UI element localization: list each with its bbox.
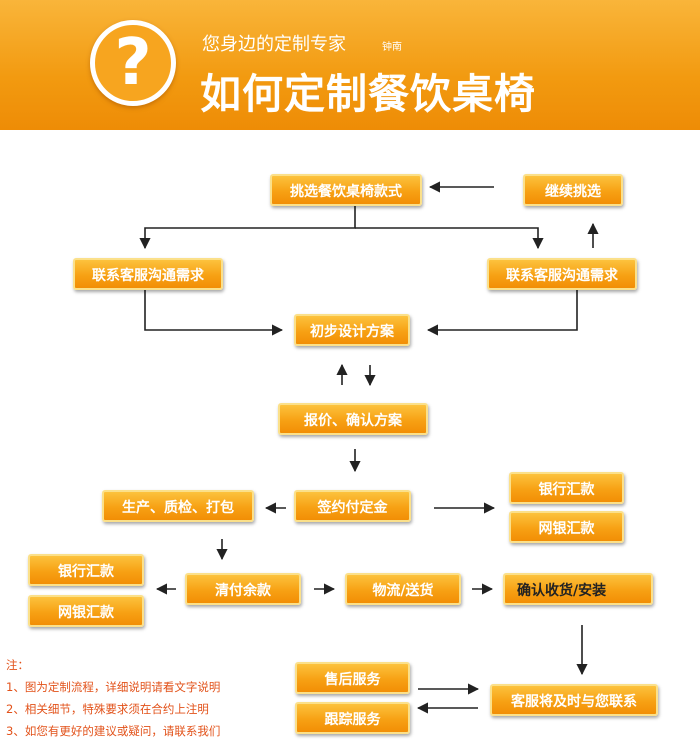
notes-section: 注： 1、图为定制流程，详细说明请看文字说明 2、相关细节，特殊要求须在合约上注… — [6, 654, 220, 742]
notes-heading: 注： — [6, 658, 29, 672]
step-logistics: 物流/送货 — [345, 573, 461, 605]
step-quote-confirm: 报价、确认方案 — [278, 403, 428, 435]
step-bank-transfer-right: 银行汇款 — [509, 472, 624, 504]
question-mark-icon: ? — [90, 20, 176, 106]
connector-select-branch-right — [355, 227, 544, 250]
step-contact-left: 联系客服沟通需求 — [73, 258, 223, 290]
step-contact-right: 联系客服沟通需求 — [487, 258, 637, 290]
step-online-bank-left: 网银汇款 — [28, 595, 144, 627]
step-continue-select: 继续挑选 — [523, 174, 623, 206]
note-item: 2、相关细节，特殊要求须在合约上注明 — [6, 702, 209, 716]
arrow-right-contact-to-design — [426, 290, 578, 336]
step-follow-up: 跟踪服务 — [295, 702, 410, 734]
step-production: 生产、质检、打包 — [102, 490, 254, 522]
header-subtitle-small: 钟南 — [382, 42, 402, 53]
step-select-style: 挑选餐饮桌椅款式 — [270, 174, 422, 206]
step-initial-design: 初步设计方案 — [294, 314, 410, 346]
header-banner: ? 您身边的定制专家 钟南 如何定制餐饮桌椅 — [0, 0, 700, 130]
step-confirm-receipt: 确认收货/安装 — [503, 573, 653, 605]
page-title: 如何定制餐饮桌椅 — [200, 70, 536, 118]
header-subtitle: 您身边的定制专家 — [202, 34, 346, 55]
note-item: 3、如您有更好的建议或疑问，请联系我们 — [6, 724, 221, 738]
step-sign-deposit: 签约付定金 — [294, 490, 411, 522]
arrow-left-contact-to-design — [144, 290, 284, 336]
step-service-contact: 客服将及时与您联系 — [490, 684, 658, 716]
step-online-bank-right: 网银汇款 — [509, 511, 624, 543]
note-item: 1、图为定制流程，详细说明请看文字说明 — [6, 680, 221, 694]
step-pay-balance: 清付余款 — [185, 573, 301, 605]
connector-select-branch — [139, 205, 356, 250]
step-after-sales: 售后服务 — [295, 662, 410, 694]
step-bank-transfer-left: 银行汇款 — [28, 554, 144, 586]
